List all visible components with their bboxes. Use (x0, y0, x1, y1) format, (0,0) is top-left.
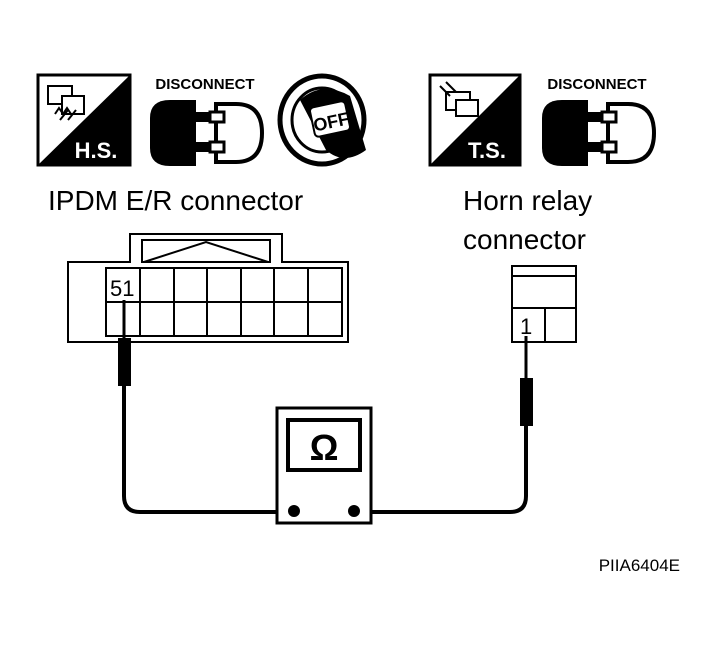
disconnect-label: DISCONNECT (155, 76, 254, 93)
ohm-symbol: Ω (310, 427, 339, 468)
ignition-key-off-icon: OFF (277, 73, 367, 167)
ts-label: T.S. (468, 138, 506, 163)
ohmmeter-icon (275, 406, 373, 525)
hs-label: H.S. (75, 138, 118, 163)
harness-side-icon: H.S. (36, 73, 132, 167)
ipdm-terminal-number: 51 (110, 276, 134, 301)
horn-relay-terminal-number: 1 (520, 314, 532, 339)
ipdm-connector-title: IPDM E/R connector (48, 185, 303, 216)
ipdm-connector (67, 233, 349, 343)
right-probe-lead (370, 336, 533, 514)
horn-relay-title-line1: Horn relay (463, 185, 592, 216)
figure-code: PIIA6404E (599, 556, 680, 575)
disconnect-icon: DISCONNECT (150, 76, 265, 166)
left-probe-lead (118, 300, 280, 514)
horn-relay-title-line2: connector (463, 224, 586, 255)
horn-relay-connector (511, 265, 577, 343)
disconnect-label-right: DISCONNECT (547, 76, 646, 93)
terminal-side-icon: T.S. (428, 73, 522, 167)
disconnect-icon-right: DISCONNECT (542, 76, 657, 166)
